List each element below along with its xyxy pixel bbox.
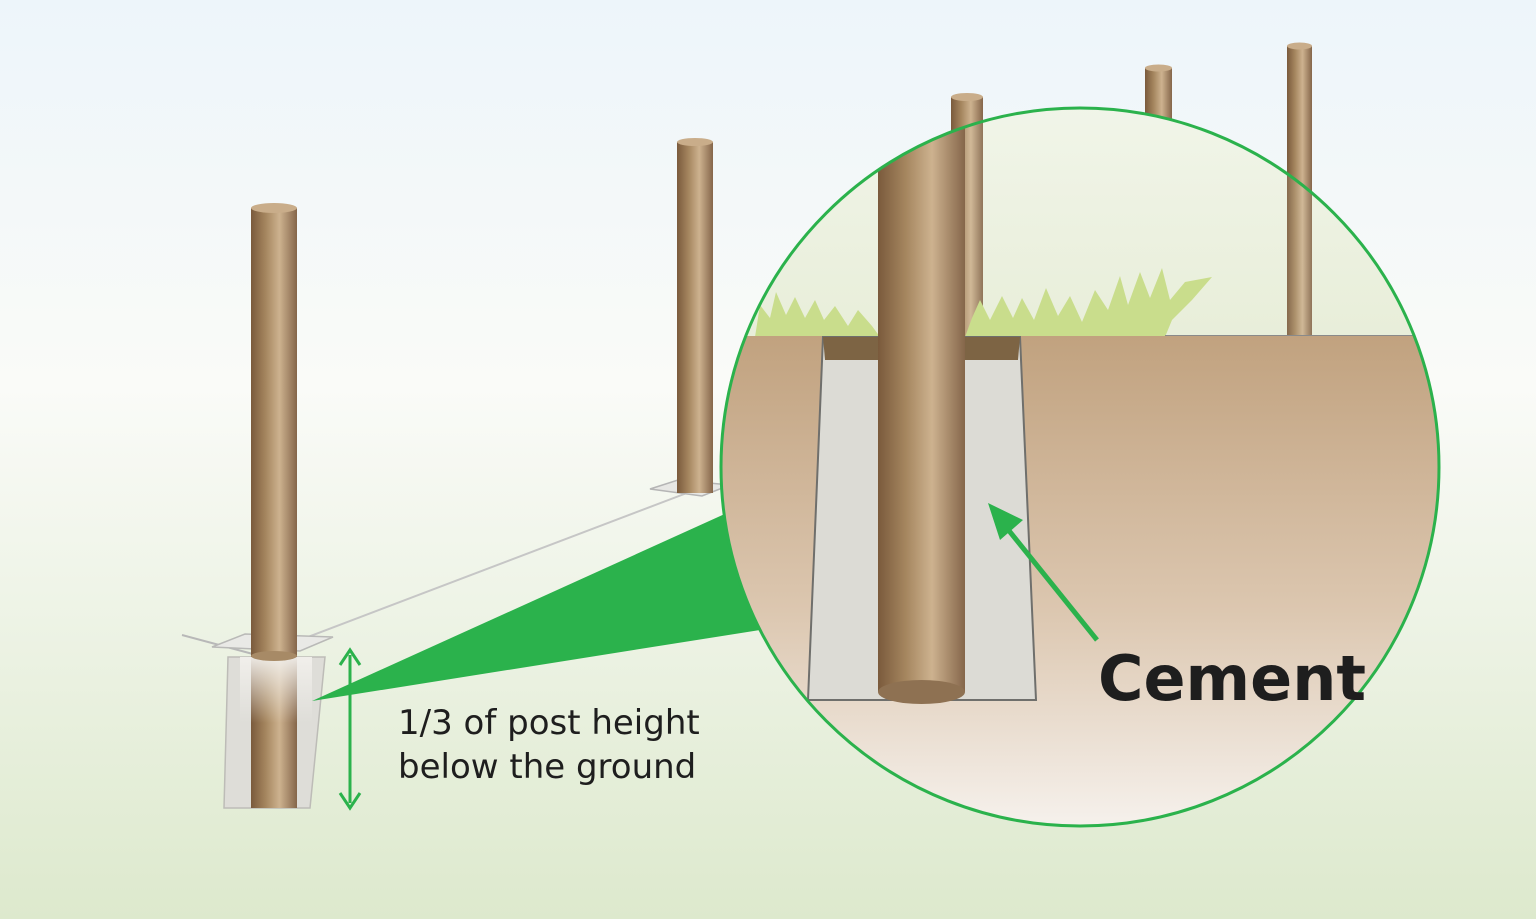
zoom-callout-wedge bbox=[312, 498, 760, 701]
grass bbox=[755, 268, 1212, 337]
depth-label-line1: 1/3 of post height bbox=[398, 703, 700, 743]
zoom-circle-border bbox=[719, 106, 1441, 828]
cement-label: Cement bbox=[1098, 642, 1366, 715]
cement-arrow bbox=[988, 503, 1099, 642]
depth-label-line2: below the ground bbox=[398, 747, 696, 787]
front-post bbox=[211, 203, 334, 809]
depth-arrow bbox=[338, 647, 362, 811]
middle-post bbox=[649, 138, 731, 497]
zoom-post bbox=[878, 108, 965, 692]
fence-line bbox=[299, 487, 701, 641]
